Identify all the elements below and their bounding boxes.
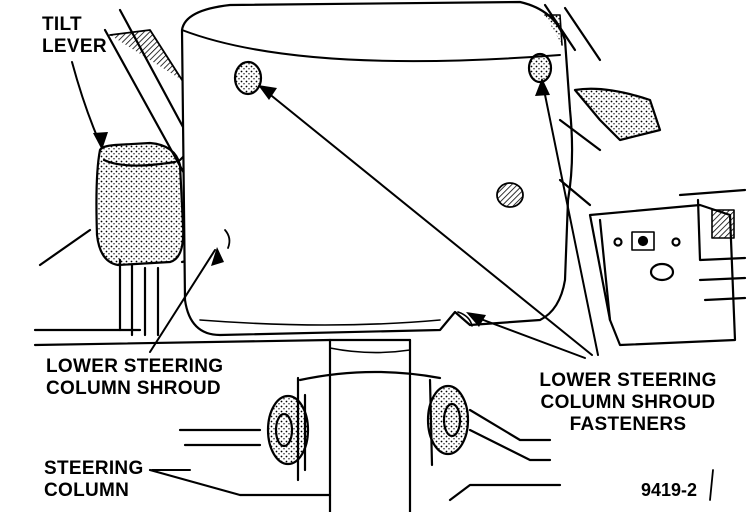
steering-column-label-line-2: COLUMN — [44, 480, 130, 501]
tilt-lever-label-line-2: LEVER — [42, 36, 107, 57]
lower-shroud-label: LOWER STEERING COLUMN SHROUD — [46, 356, 223, 400]
shroud-fasteners-label: LOWER STEERING COLUMN SHROUD FASTENERS — [528, 370, 728, 436]
fastener-leader-1 — [261, 87, 593, 356]
steering-column-label-line-1: STEERING — [44, 458, 144, 479]
fastener-leader-2 — [541, 79, 599, 356]
arrowheads — [93, 78, 550, 327]
steering-column-label: STEERING COLUMN — [44, 458, 144, 502]
shroud-fasteners-label-line-3: FASTENERS — [569, 414, 687, 435]
switch-panel — [543, 3, 747, 347]
tilt-lever-label: TILT LEVER — [42, 14, 107, 58]
lower-shroud — [180, 0, 574, 337]
tilt-lever-label-line-1: TILT — [42, 14, 82, 35]
fastener-leader-3 — [469, 314, 586, 359]
lower-shroud-label-line-1: LOWER STEERING — [46, 356, 224, 377]
shroud-fasteners-label-line-1: LOWER STEERING — [539, 370, 717, 391]
steering-column-assembly — [148, 338, 562, 512]
figure-number: 9419-2 — [641, 480, 698, 500]
fig-tick — [709, 469, 714, 501]
lower-shroud-label-line-2: COLUMN SHROUD — [46, 378, 221, 399]
shroud-leader — [149, 249, 216, 353]
shroud-fasteners-label-line-2: COLUMN SHROUD — [540, 392, 716, 413]
tilt-lever-knob — [95, 141, 192, 267]
leader-lines — [71, 61, 714, 501]
